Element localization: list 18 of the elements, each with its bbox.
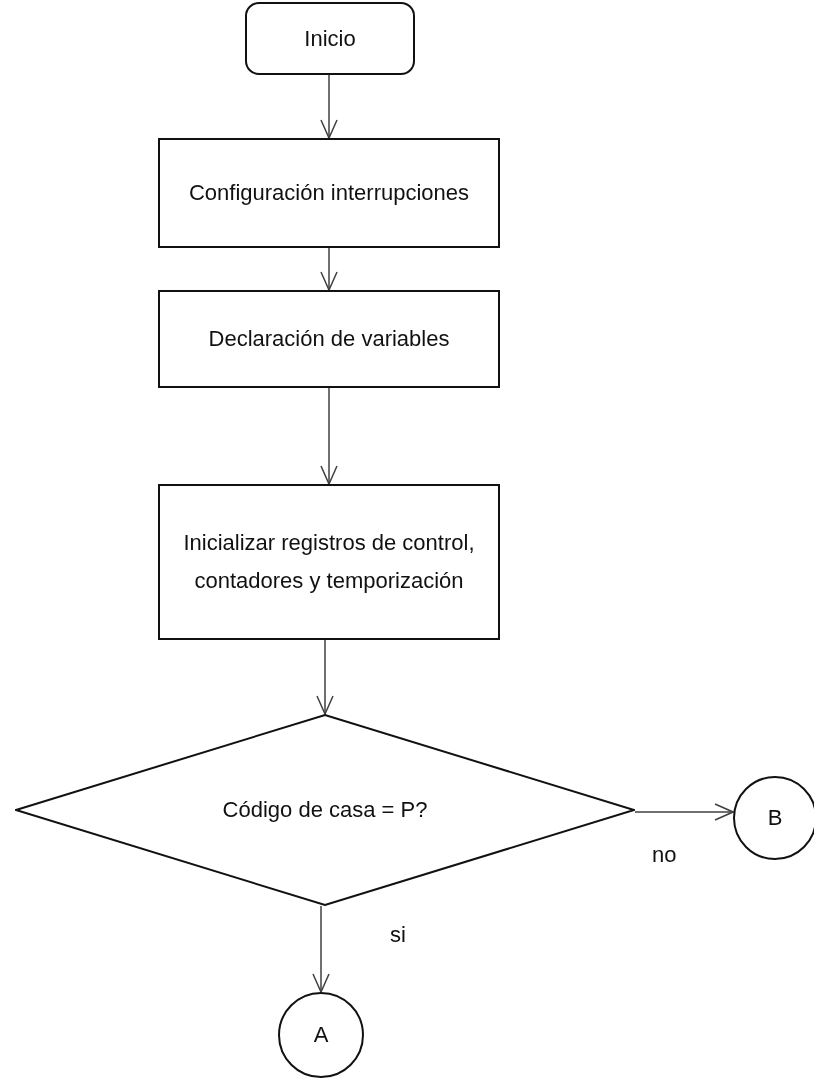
node-text: Código de casa = P? [222,796,428,824]
arrow [320,74,338,139]
process-box [158,138,500,248]
process-box [158,290,500,388]
node-text: Inicializar registros de control, contadores y temporización [182,529,476,595]
process-box [158,484,500,640]
arrow [320,387,338,485]
arrow [634,803,734,821]
arrow [312,905,330,993]
node-text: Configuración interrupciones [188,179,470,207]
start-terminal [245,2,415,75]
node-text: A [313,1021,329,1049]
node-text: Declaración de variables [208,325,450,353]
decision-diamond [15,714,635,906]
node-text: B [767,804,783,832]
arrow [316,639,334,715]
arrow [320,247,338,291]
node-text: Inicio [304,24,356,53]
